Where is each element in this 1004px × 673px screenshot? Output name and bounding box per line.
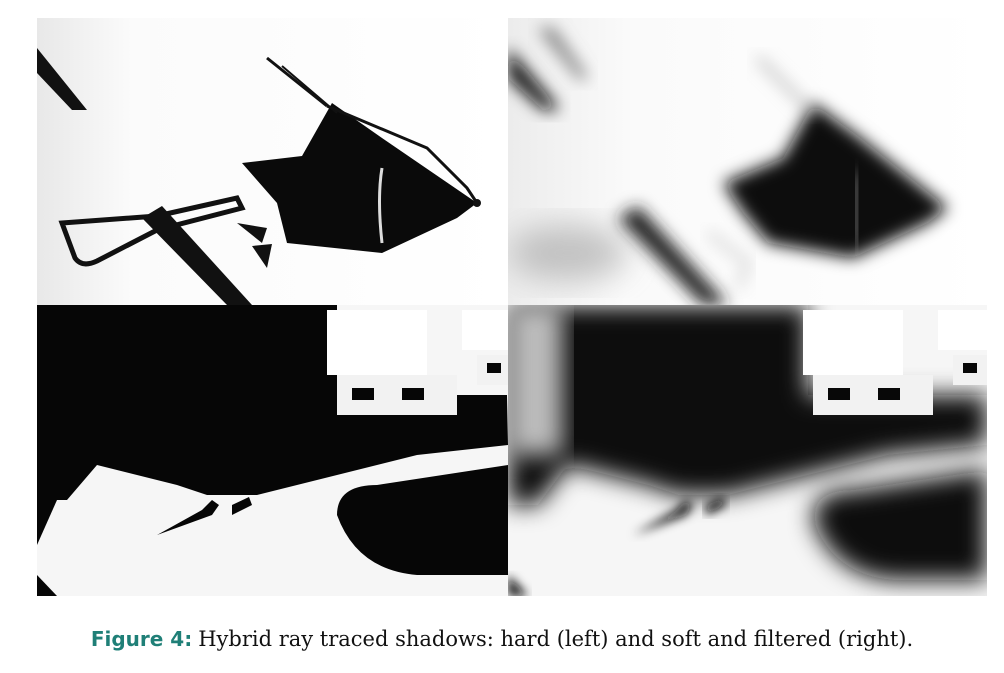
- panel-bottom-right-soft-shadow: [508, 305, 987, 596]
- binder-clip-hard-shadow-render: [37, 18, 508, 305]
- scene-hard-shadow-render: [37, 305, 508, 596]
- figure-label: Figure 4:: [90, 627, 193, 651]
- panel-top-right-soft-shadow: [508, 18, 987, 305]
- figure-image-grid: [37, 18, 987, 596]
- panel-top-left-hard-shadow: [37, 18, 508, 305]
- figure-caption-text: Hybrid ray traced shadows: hard (left) a…: [198, 627, 914, 651]
- figure-caption: Figure 4:Hybrid ray traced shadows: hard…: [0, 627, 1004, 651]
- scene-soft-shadow-render: [508, 305, 987, 596]
- binder-clip-soft-shadow-render: [508, 18, 987, 305]
- panel-bottom-left-hard-shadow: [37, 305, 508, 596]
